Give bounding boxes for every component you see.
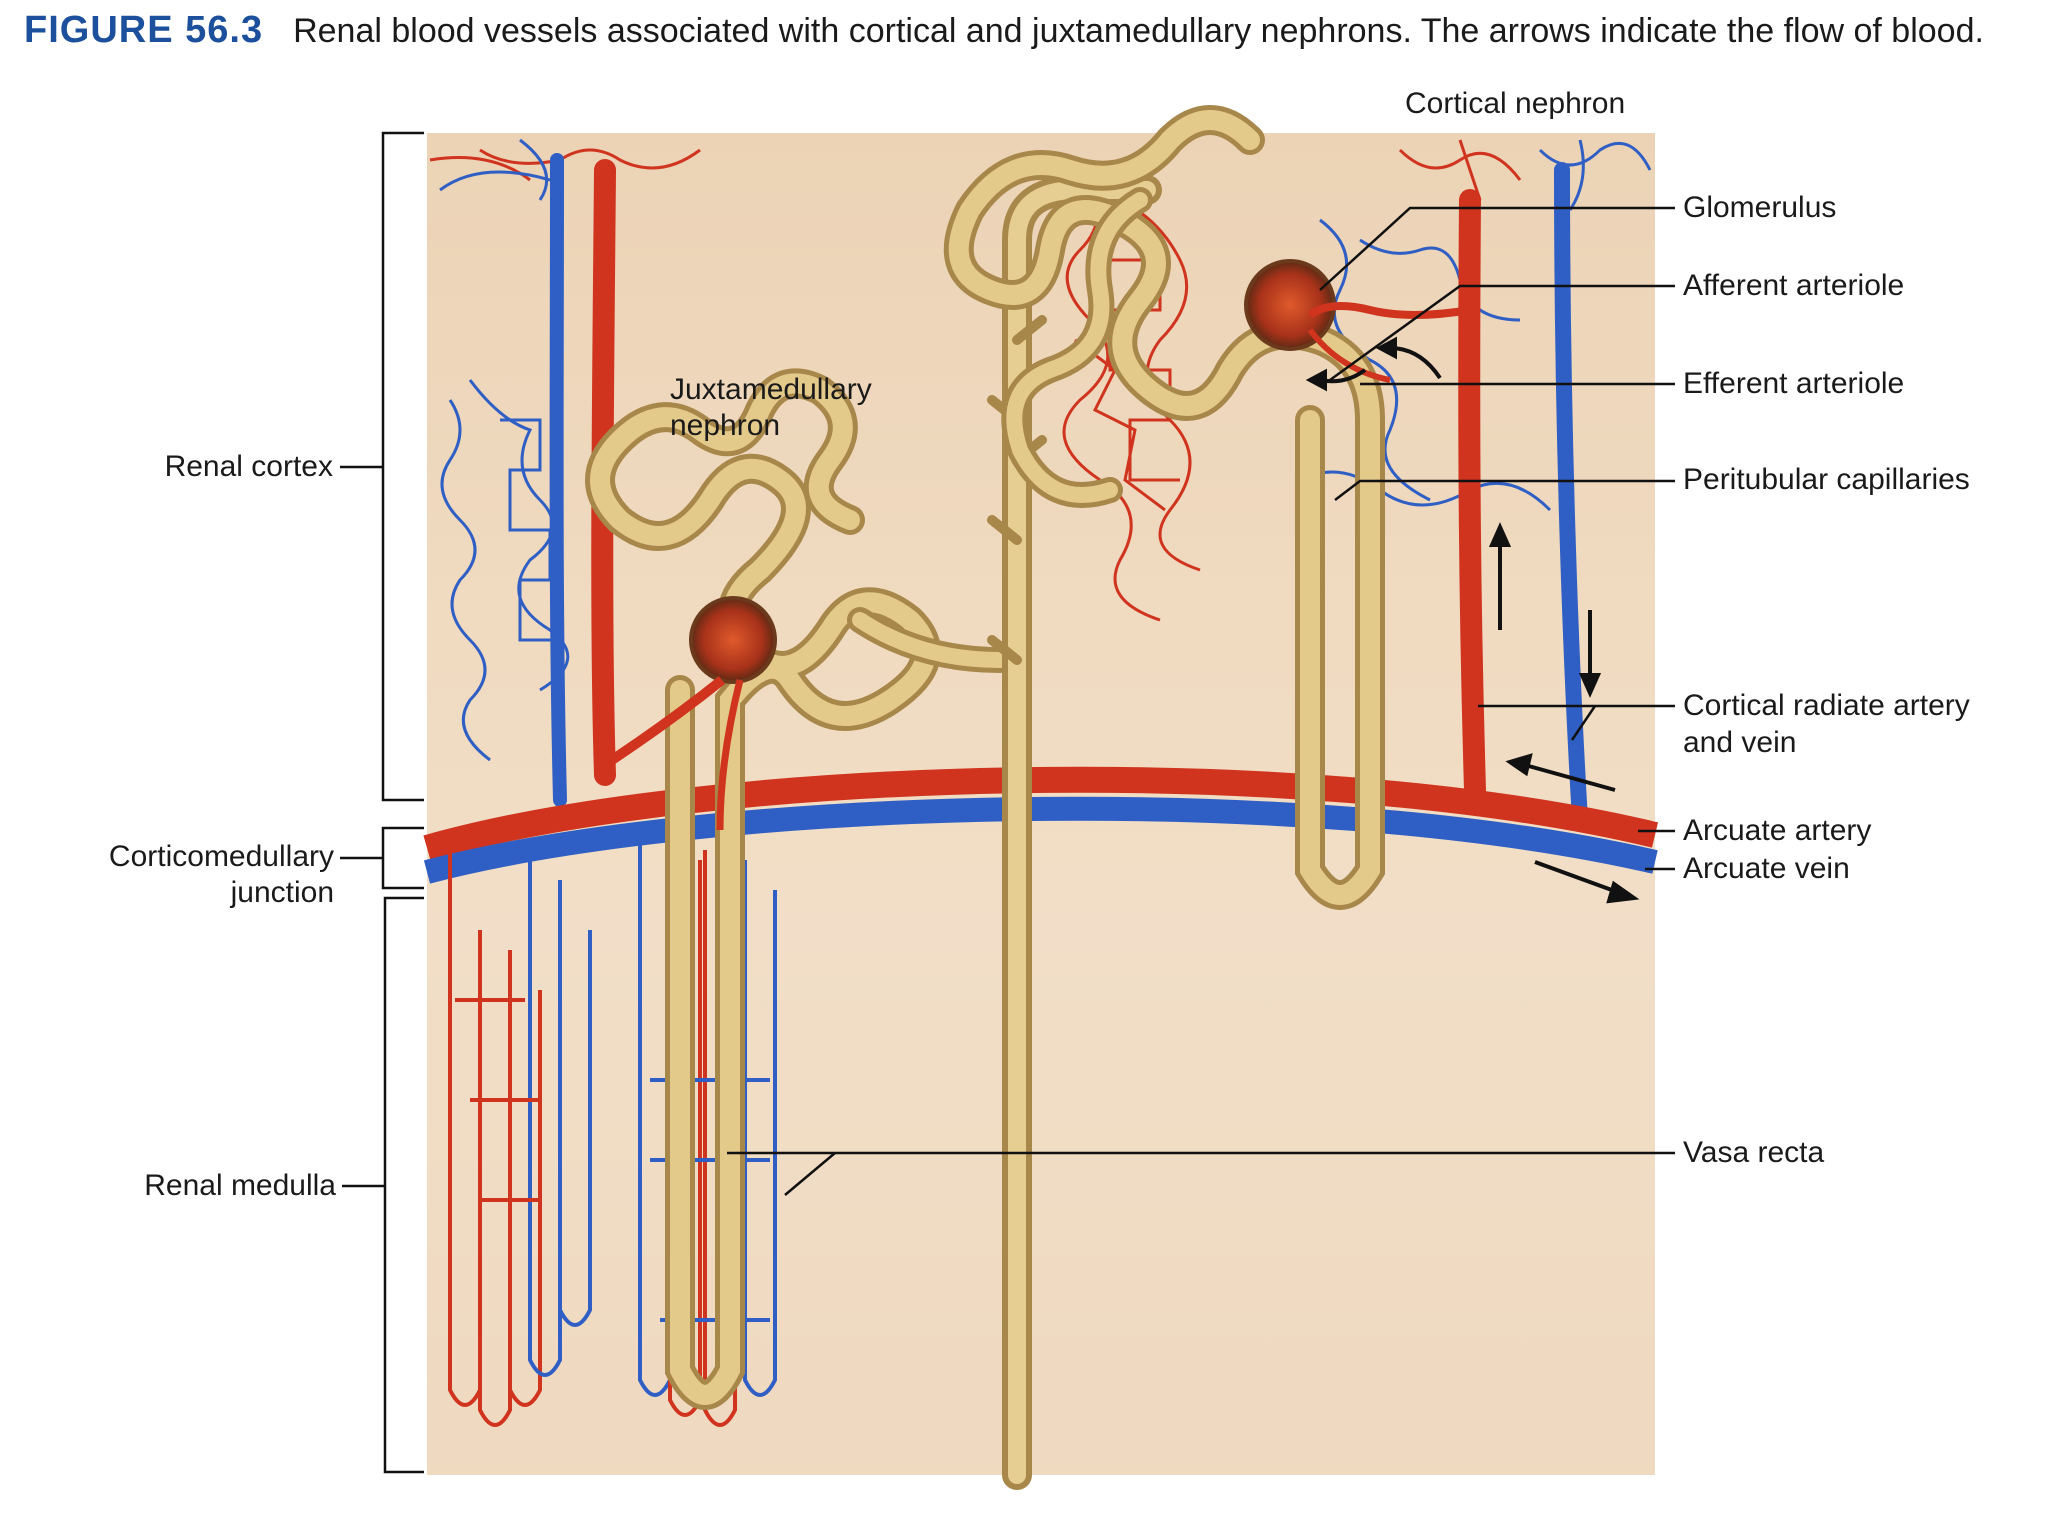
corticomedullary-label-line1: Corticomedullary [108,840,334,873]
cortical-radiate-label-line2: and vein [1683,726,1797,759]
right-cortical-radiate-artery [1458,189,1486,801]
peritubular-capillaries-label: Peritubular capillaries [1683,463,1970,496]
renal-medulla-bracket [383,896,424,1474]
medulla-region [427,860,1655,1475]
corticomedullary-bracket [381,826,424,890]
efferent-arteriole-label: Efferent arteriole [1683,367,1905,400]
vasa-recta-left [448,830,592,1427]
afferent-arteriole [1307,302,1471,319]
juxtamedullary-nephron-tubule [585,368,1013,1410]
left-cortical-radiate-vein [549,153,567,807]
vasa-recta-label: Vasa recta [1683,1136,1825,1169]
glomerulus-label: Glomerulus [1683,191,1837,224]
afferent-arteriole-label: Afferent arteriole [1683,269,1905,302]
figure-caption: FIGURE 56.3 Renal blood vessels associate… [24,6,2024,55]
juxta-afferent-arteriole [609,676,726,765]
corticomedullary-label-line2: junction [230,876,334,909]
region-brackets [340,131,424,1474]
cortical-nephron-label: Cortical nephron [1405,87,1626,120]
flow-arrows [1305,336,1640,904]
right-cortical-radiate-vein [1554,162,1588,828]
leader-lines [727,206,1675,1196]
juxtamedullary-nephron-label-line2: nephron [670,409,781,442]
capillary-tops [429,138,1652,211]
renal-medulla-label: Renal medulla [144,1169,336,1202]
juxtamedullary-glomerulus [689,596,777,684]
juxtamedullary-nephron-label-line1: Juxtamedullary [670,373,872,406]
renal-cortex-bracket [381,131,424,802]
juxta-efferent-arteriole [716,679,744,831]
renal-cortex-label: Renal cortex [164,450,333,483]
figure-number: FIGURE 56.3 [24,9,264,51]
arcuate-vein-label: Arcuate vein [1683,852,1850,885]
efferent-arteriole [1307,328,1391,383]
caption-text: Renal blood vessels associated with cort… [293,12,1984,50]
cortical-radiate-label-line1: Cortical radiate artery [1683,689,1970,722]
arcuate-artery-label: Arcuate artery [1683,814,1872,847]
